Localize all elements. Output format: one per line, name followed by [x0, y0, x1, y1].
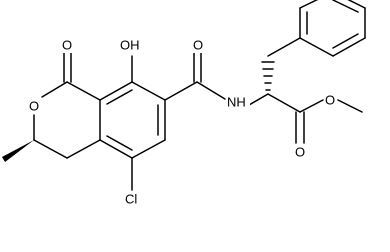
- bond: [332, 0, 359, 13]
- bond: [106, 89, 133, 105]
- bond: [332, 33, 359, 49]
- atom-label-ring-oxygen: O: [29, 98, 39, 113]
- bond: [99, 81, 133, 101]
- bond: [248, 93, 269, 106]
- stereo-wedge: [2, 140, 34, 162]
- bond: [33, 139, 68, 159]
- bond: [66, 81, 101, 101]
- bond: [66, 139, 101, 159]
- stereo-hash: [261, 61, 275, 91]
- bond: [267, 37, 301, 57]
- bond: [299, 99, 324, 113]
- atom-label-ester-carbonyl-oxygen: O: [295, 144, 305, 159]
- atom-label-lactone-carbonyl-oxygen: O: [62, 37, 72, 52]
- bond: [267, 93, 301, 113]
- atom-label-amide-oxygen: O: [193, 37, 203, 52]
- bond: [106, 135, 133, 151]
- bond: [196, 81, 226, 100]
- bond: [299, 37, 334, 57]
- bond: [131, 81, 166, 101]
- bond: [337, 99, 363, 113]
- bond-group: [2, 0, 366, 191]
- atom-label-group: OH O NH O O Cl O O: [28, 37, 336, 207]
- bond: [99, 139, 133, 159]
- atom-label-chlorine: Cl: [125, 191, 137, 206]
- bond: [332, 37, 366, 57]
- atom-label-ester-oxygen: O: [325, 92, 335, 107]
- bond: [41, 81, 68, 98]
- atom-label-hydroxyl: OH: [120, 37, 140, 52]
- bond: [299, 0, 319, 9]
- bond: [347, 0, 366, 9]
- bond: [131, 139, 166, 159]
- atom-label-amide-nitrogen: NH: [227, 94, 246, 109]
- bond: [164, 81, 198, 101]
